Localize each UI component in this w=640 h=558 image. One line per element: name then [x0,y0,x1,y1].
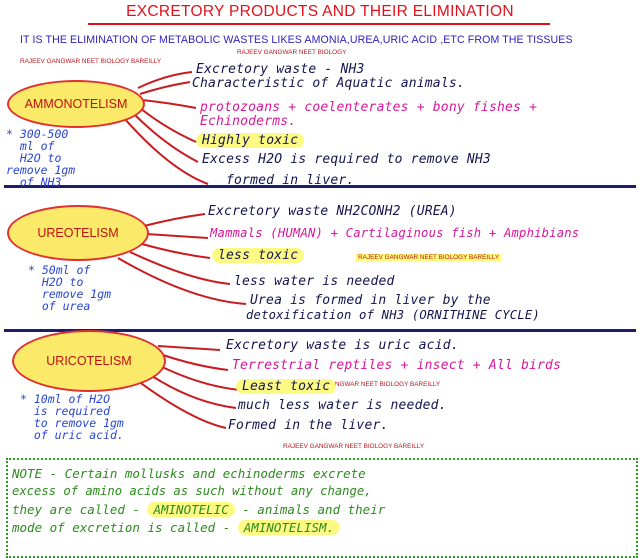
note-text: - animals and their [234,502,386,517]
ureotelism-side-note: * 50ml of H2O to remove 1gm of urea [28,263,112,313]
uricotelism-point: Terrestrial reptiles + insect + All bird… [232,358,562,373]
section-divider [4,185,636,188]
ammonotelism-point: protozoans + coelenterates + bony fishes… [200,100,538,115]
section-divider [4,329,636,332]
note-line: mode of excretion is called - AMINOTELIS… [12,520,341,535]
ammonotelism-point: Echinoderms. [200,114,297,129]
note-line: excess of amino acids as such without an… [12,484,372,498]
ureotelism-point: less toxic [212,248,305,263]
watermark: RAJEEV GANGWAR NEET BIOLOGY BAREILLY [283,443,425,450]
page-title: EXCRETORY PRODUCTS AND THEIR ELIMINATION [126,3,514,20]
note-term-aminotelic: AMINOTELIC [147,502,235,517]
ammonotelism-point: Excess H2O is required to remove NH3 [202,152,491,167]
ureotelism-point: less water is needed [234,274,395,289]
note-line: they are called - AMINOTELIC - animals a… [12,502,385,517]
ammonotelism-point: Characteristic of Aquatic animals. [192,76,465,91]
ureotelism-point: Urea is formed in liver by the [250,293,491,308]
watermark: RAJEEV GANGWAR NEET BIOLOGY [237,49,347,56]
definition-text: IT IS THE ELIMINATION OF METABOLIC WASTE… [20,34,573,46]
ammonotelism-point: Highly toxic [196,133,305,148]
ureotelism-point: Mammals (HUMAN) + Cartilaginous fish + A… [210,226,580,240]
ammonotelism-point: Excretory waste - NH3 [196,62,365,77]
note-term-aminotelism: AMINOTELISM. [237,520,341,535]
note-text: they are called - [12,502,148,517]
uricotelism-point: much less water is needed. [238,398,447,413]
uricotelism-point: Least toxic [236,379,337,394]
note-text: mode of excretion is called - [12,520,238,535]
note-line: NOTE - Certain mollusks and echinoderms … [12,466,366,481]
title-underline [88,23,550,25]
ureotelism-point: detoxification of NH3 (ORNITHINE CYCLE) [246,308,540,322]
watermark: RAJEEV GANGWAR NEET BIOLOGY BAREILLY [299,381,441,388]
ammonotelism-label: AMMONOTELISM [7,80,145,128]
ureotelism-label: UREOTELISM [7,205,149,261]
watermark: RAJEEV GANGWAR NEET BIOLOGY BAREILLY [356,254,502,261]
ammonotelism-point: formed in liver. [226,173,355,188]
uricotelism-point: Formed in the liver. [228,418,389,433]
ureotelism-point: Excretory waste NH2CONH2 (UREA) [208,204,457,219]
watermark: RAJEEV GANGWAR NEET BIOLOGY BAREILLY [20,58,162,65]
ammonotelism-side-note: * 300-500 ml of H2O to remove 1gm of NH3 [6,127,76,189]
note-box [6,458,638,558]
uricotelism-point: Excretory waste is uric acid. [226,338,459,353]
uricotelism-side-note: * 10ml of H2O is required to remove 1gm … [20,392,124,442]
uricotelism-label: URICOTELISM [12,330,166,392]
